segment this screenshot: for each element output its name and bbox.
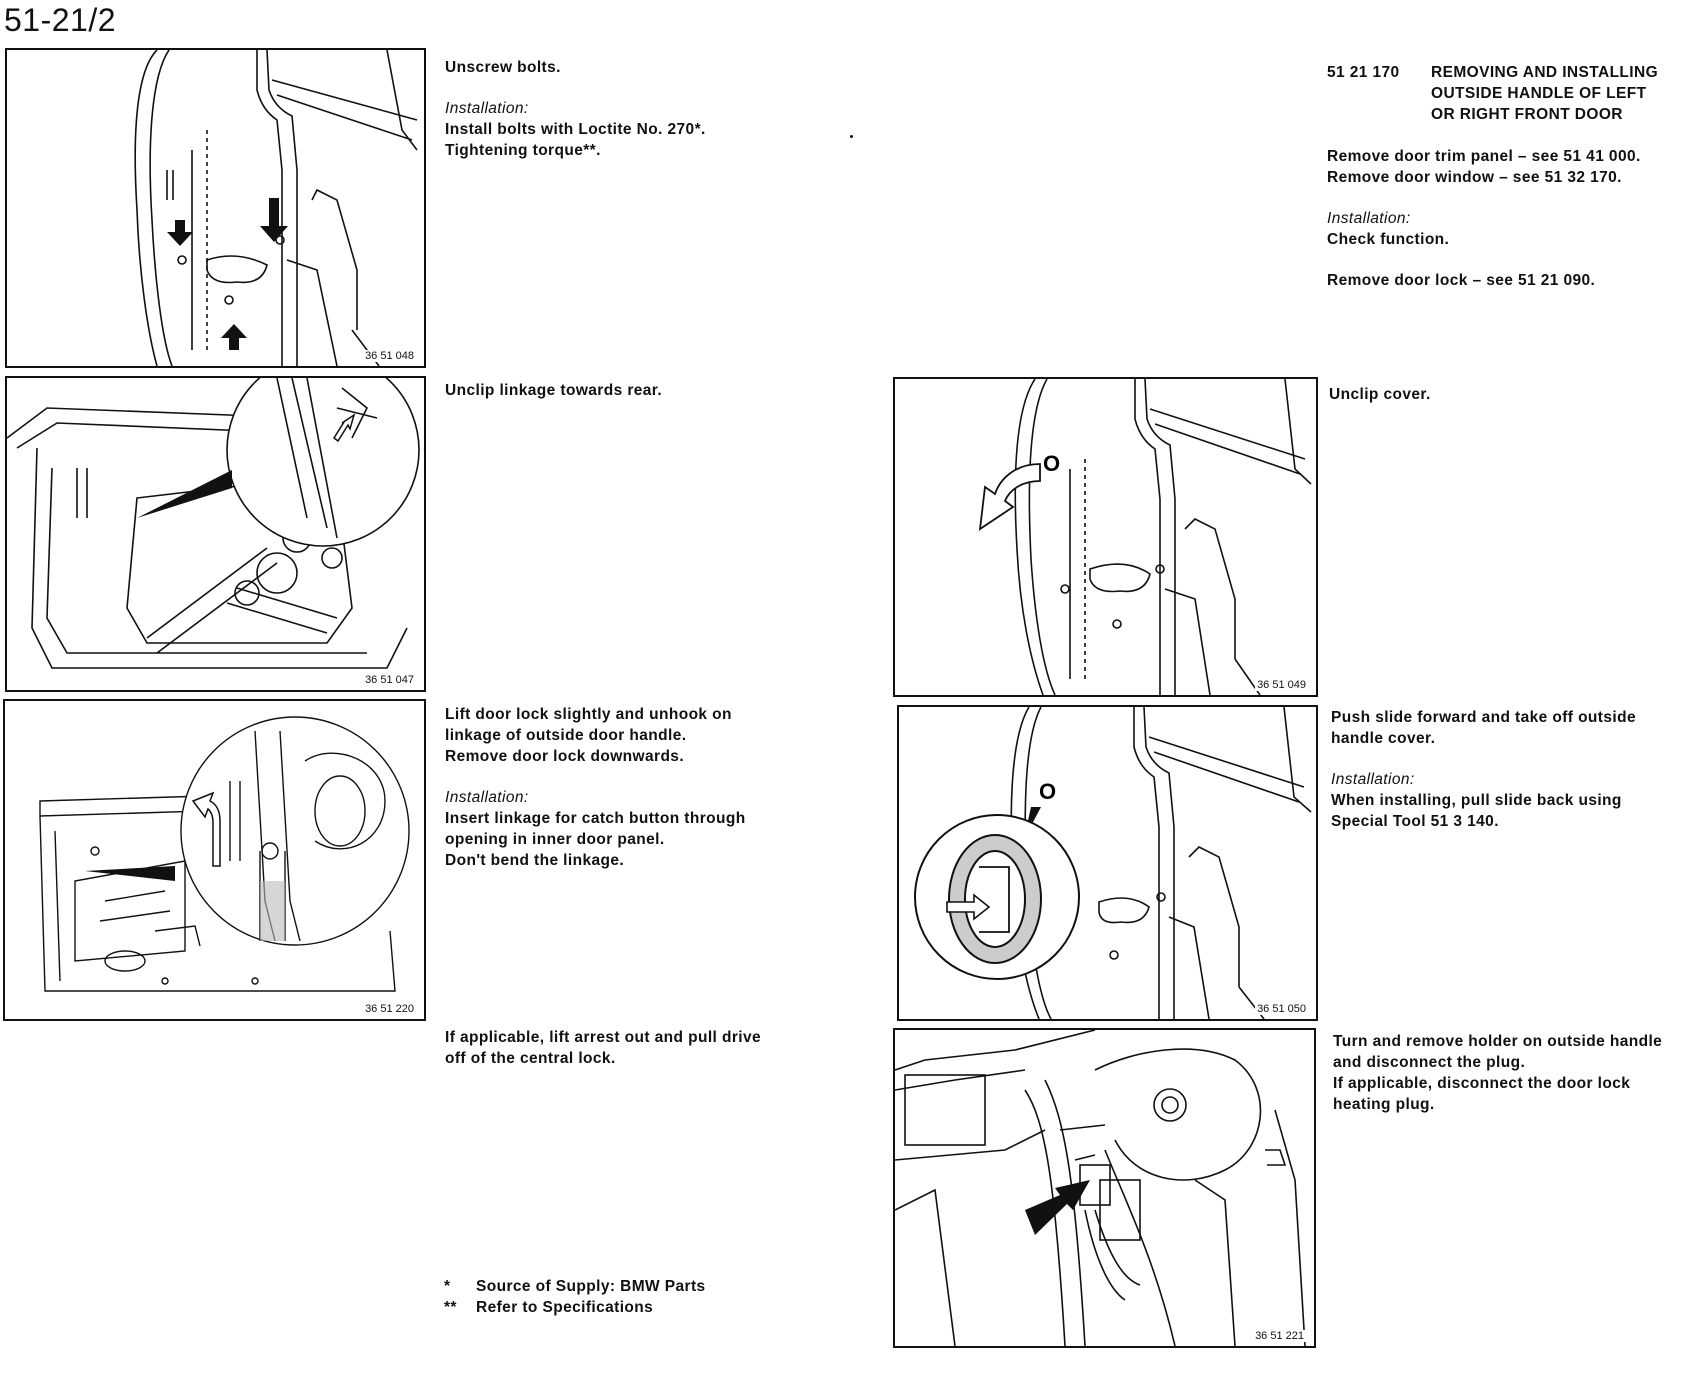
page-number: 51-21/2 [4,2,117,38]
step-unclip-linkage: Unclip linkage towards rear. [445,380,662,401]
figure-door-bolts: 36 51 048 [5,48,426,368]
slide-arrow [946,893,991,921]
footnote-mark: ** [444,1299,457,1316]
installation-label: Installation: [1327,210,1411,227]
figure-code: 36 51 221 [1253,1330,1306,1342]
step-text: If applicable, lift arrest out and pull … [445,1029,761,1046]
install-text: Install bolts with Loctite No. 270*. [445,121,706,138]
step-text: If applicable, disconnect the door lock [1333,1075,1631,1092]
step-text: linkage of outside door handle. [445,727,687,744]
figure-push-slide: O 36 51 050 [897,705,1318,1021]
door-bolts-drawing [134,50,418,366]
installation-label: Installation: [445,100,529,117]
step-text: Remove door lock downwards. [445,748,685,765]
step-lift-door-lock: Lift door lock slightly and unhook on li… [445,704,746,871]
step-lift-arrest: If applicable, lift arrest out and pull … [445,1027,761,1069]
unclip-arrow [978,463,1041,531]
step-text: heating plug. [1333,1096,1435,1113]
push-slide-drawing: O [914,707,1312,1019]
intro-text: Remove door trim panel – see 51 41 000. [1327,148,1641,165]
step-push-slide: Push slide forward and take off outside … [1331,707,1636,832]
section-title: REMOVING AND INSTALLING OUTSIDE HANDLE O… [1431,62,1708,125]
figure-code: 36 51 047 [363,674,416,686]
intro-text: Remove door lock – see 51 21 090. [1327,272,1596,289]
footnote-mark: * [444,1278,451,1295]
unclip-cover-drawing: O [978,379,1312,695]
intro-steps: Remove door trim panel – see 51 41 000. … [1327,146,1641,291]
catch-arrow [191,791,221,867]
step-text: Unclip cover. [1329,386,1431,403]
title-line: OUTSIDE HANDLE OF LEFT [1431,85,1647,102]
installation-label: Installation: [1331,771,1415,788]
step-text: off of the central lock. [445,1050,616,1067]
intro-text: Remove door window – see 51 32 170. [1327,169,1622,186]
footnote: ** Refer to Specifications [444,1297,706,1318]
step-text: Turn and remove holder on outside handle [1333,1033,1663,1050]
step-text: Unscrew bolts. [445,59,561,76]
figure-door-lock: 36 51 220 [3,699,426,1021]
slide-circle-mark: O [1039,779,1056,804]
figure-holder-plug: 36 51 221 [893,1028,1316,1348]
step-text: Unclip linkage towards rear. [445,382,663,399]
cover-circle-mark: O [1043,451,1060,476]
figure-code: 36 51 049 [1255,679,1308,691]
footnotes: * Source of Supply: BMW Parts ** Refer t… [444,1276,706,1318]
step-remove-holder: Turn and remove holder on outside handle… [1333,1031,1662,1115]
install-text: Insert linkage for catch button through [445,810,746,827]
figure-unclip-linkage: 36 51 047 [5,376,426,692]
door-lock-drawing [39,716,410,992]
figure-code: 36 51 220 [363,1003,416,1015]
install-text: When installing, pull slide back using [1331,792,1622,809]
step-text: handle cover. [1331,730,1436,747]
footnote-text: Source of Supply: BMW Parts [476,1278,706,1295]
title-line: OR RIGHT FRONT DOOR [1431,106,1623,123]
figure-code: 36 51 050 [1255,1003,1308,1015]
step-text: Lift door lock slightly and unhook on [445,706,732,723]
footnote-text: Refer to Specifications [476,1299,654,1316]
install-text: opening in inner door panel. [445,831,665,848]
linkage-arrow [332,413,356,443]
bolt-arrows [167,198,288,350]
step-text: and disconnect the plug. [1333,1054,1526,1071]
install-text: Tightening torque**. [445,142,601,159]
section-number: 51 21 170 [1327,64,1400,81]
step-unclip-cover: Unclip cover. [1329,384,1431,405]
holder-plug-drawing [895,1030,1306,1346]
install-text: Check function. [1327,231,1450,248]
title-line: REMOVING AND INSTALLING [1431,64,1659,81]
plug-arrow [1025,1180,1090,1235]
install-text: Special Tool 51 3 140. [1331,813,1499,830]
linkage-drawing [7,378,420,669]
install-text: Don't bend the linkage. [445,852,625,869]
stray-dot [850,135,853,138]
step-unscrew-bolts: Unscrew bolts. Installation: Install bol… [445,57,706,161]
footnote: * Source of Supply: BMW Parts [444,1276,706,1297]
figure-unclip-cover: O 36 51 049 [893,377,1318,697]
step-text: Push slide forward and take off outside [1331,709,1636,726]
installation-label: Installation: [445,789,529,806]
figure-code: 36 51 048 [363,350,416,362]
